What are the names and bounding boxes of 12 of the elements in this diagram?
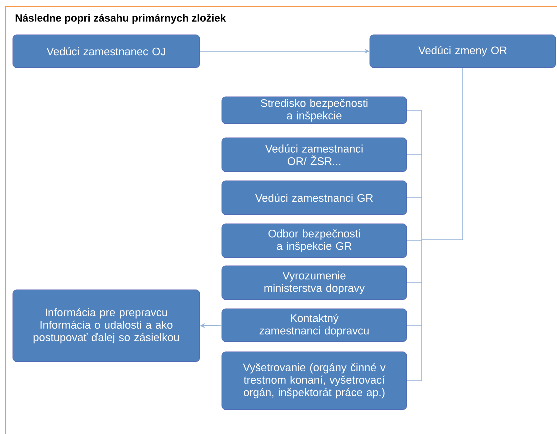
process-box: Vedúci zamestnanci OR/ ŽSR... xyxy=(222,138,408,172)
connector xyxy=(406,68,464,382)
title: Následne popri zásahu primárnych zložiek xyxy=(16,14,226,24)
process-box: Vyšetrovanie (orgány činné v trestnom konaní, vyšetrovací orgán, inšpektorát práce ap.) xyxy=(222,352,408,410)
process-box: Vedúci zamestnanci GR xyxy=(222,180,408,216)
process-box: Vedúci zamestnanec OJ xyxy=(12,34,200,68)
process-box: Kontaktný zamestnanci dopravcu xyxy=(222,308,408,342)
process-box: Odbor bezpečnosti a inšpekcie GR xyxy=(222,224,408,258)
process-box: Informácia pre prepravcu Informácia o udalosti a ako postupovať ďalej so zásielkou xyxy=(12,290,200,362)
process-box: Stredisko bezpečnosti a inšpekcie xyxy=(222,96,408,124)
process-box: Vedúci zmeny OR xyxy=(370,34,556,68)
process-box: Vyrozumenie ministerstva dopravy xyxy=(222,266,408,300)
